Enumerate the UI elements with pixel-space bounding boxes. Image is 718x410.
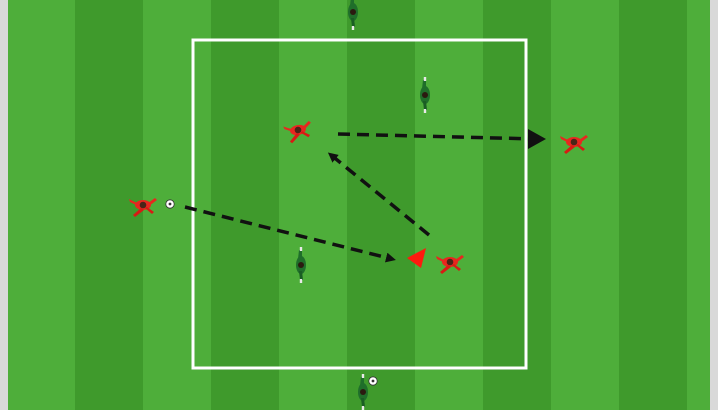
soccer-ball-icon[interactable]	[166, 200, 174, 208]
pitch-stripe	[211, 0, 279, 410]
pitch-stripe	[347, 0, 415, 410]
pitch	[8, 0, 710, 410]
pitch-stripe	[75, 0, 143, 410]
soccer-ball-icon[interactable]	[369, 377, 377, 385]
pitch-stripe	[483, 0, 551, 410]
pitch-stripe	[619, 0, 687, 410]
